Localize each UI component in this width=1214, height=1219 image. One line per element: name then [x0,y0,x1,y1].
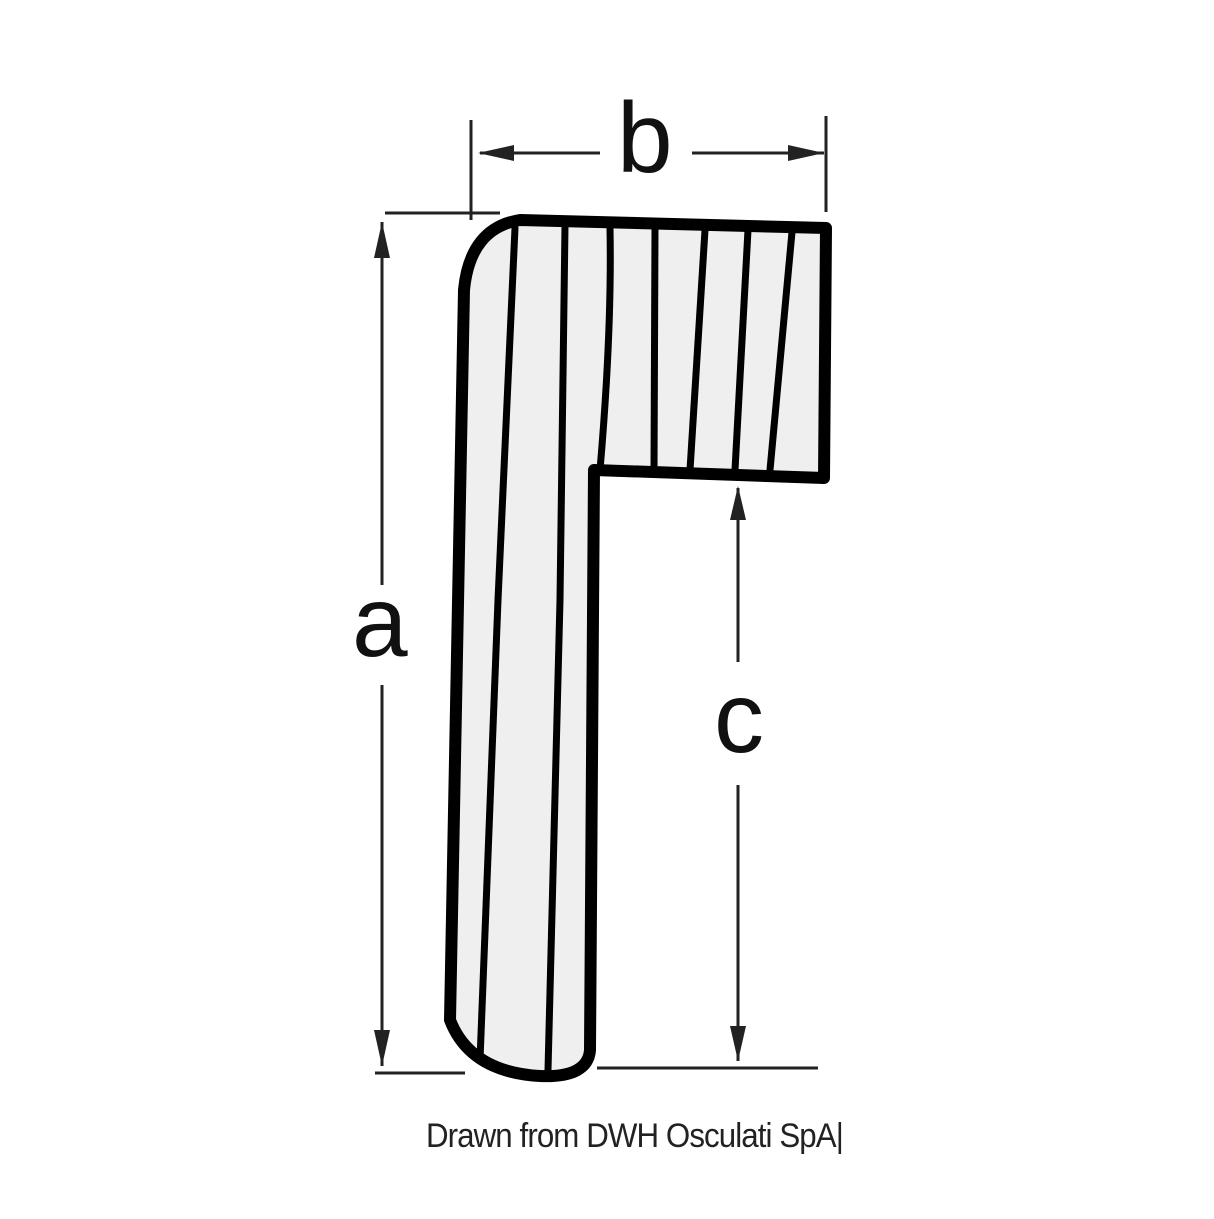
dimension-c [597,486,818,1070]
dimension-label-c: c [714,662,764,774]
profile-shape [444,214,832,1083]
credit-caption: Drawn from DWH Osculati SpA| [426,1117,844,1155]
dimension-label-b: b [617,82,673,194]
dimension-label-a: a [352,566,408,678]
dimension-b [469,116,828,220]
dimension-a [374,211,500,1075]
